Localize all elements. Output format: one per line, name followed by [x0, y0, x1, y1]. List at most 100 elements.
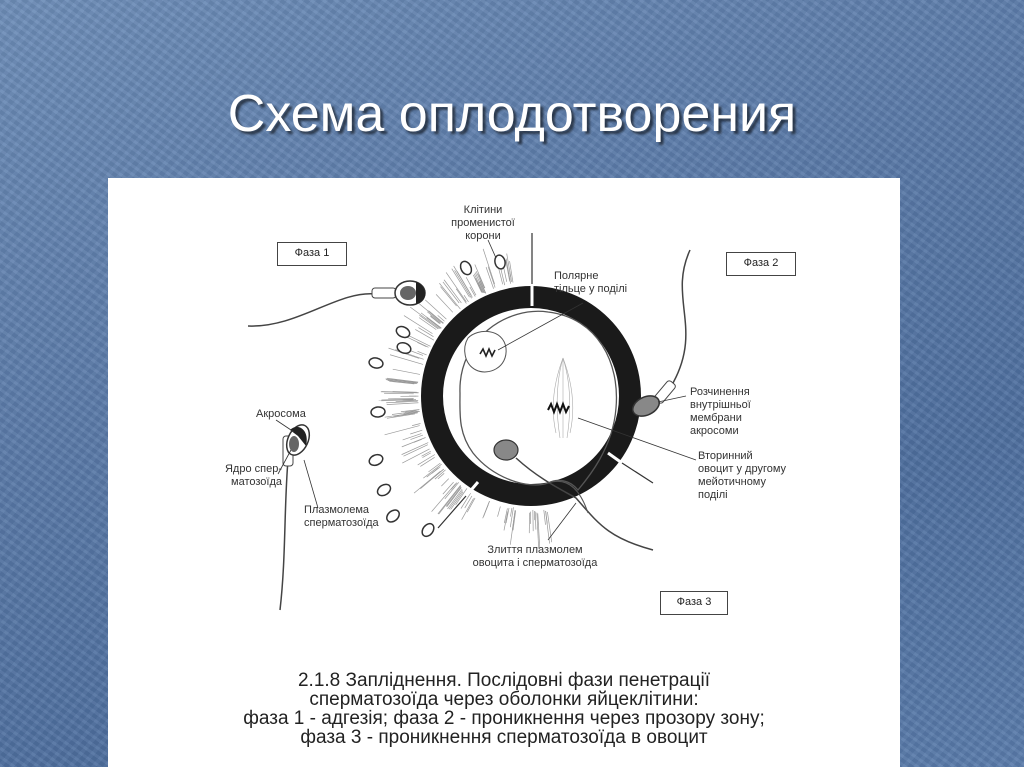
zona-break-left: [464, 481, 480, 497]
corona-strand: [477, 283, 483, 293]
corona-strand: [413, 470, 441, 494]
corona-strand: [487, 266, 496, 288]
corona-strand: [435, 294, 454, 313]
corona-radiata: [378, 248, 553, 549]
corona-strand: [475, 271, 487, 294]
corona-strand: [430, 315, 441, 324]
corona-strand: [450, 491, 464, 510]
corona-strand: [401, 442, 429, 455]
corona-strand: [430, 315, 440, 324]
corona-strand: [460, 492, 472, 509]
corona-strand: [386, 400, 418, 404]
corona-strand: [385, 379, 418, 384]
fertilization-diagram: [247, 233, 697, 611]
polar-body-chromosomes: [479, 346, 496, 359]
radial-line-right: [621, 462, 654, 484]
corona-cell: [395, 325, 411, 339]
corona-strand: [389, 354, 424, 365]
corona-strand: [403, 411, 420, 415]
corona-strand: [509, 260, 514, 283]
corona-strand: [478, 281, 485, 294]
corona-strand: [461, 498, 474, 520]
leader-acrosome: [275, 419, 295, 433]
sperm-phase2-tail: [672, 249, 691, 384]
corona-strand: [547, 511, 553, 543]
corona-strand: [503, 508, 508, 524]
corona-cells: [368, 254, 506, 538]
corona-strand: [497, 506, 501, 517]
corona-strand: [393, 412, 418, 417]
corona-strand: [386, 377, 419, 383]
sperm-phase3-tail: [515, 457, 654, 551]
corona-strand: [455, 488, 468, 505]
sperm-phase3-head: [493, 439, 519, 461]
corona-strand: [446, 487, 462, 507]
corona-strand: [466, 497, 476, 513]
leader-polar-body: [497, 302, 584, 351]
corona-strand: [441, 478, 450, 487]
corona-strand: [536, 512, 540, 549]
corona-cell: [386, 509, 400, 523]
corona-strand: [405, 410, 417, 413]
corona-strand: [445, 486, 462, 507]
corona-strand: [402, 448, 430, 464]
label-secondary-oocyte: Вторинний овоцит у другому мейотичному п…: [698, 450, 787, 501]
corona-strand: [418, 327, 434, 338]
phase-2-label: Фаза 2: [726, 252, 796, 276]
corona-cell: [421, 522, 435, 538]
sperm-phase1-tail: [247, 293, 377, 327]
corona-strand: [442, 281, 460, 304]
corona-strand: [450, 482, 458, 490]
corona-strand: [418, 303, 444, 324]
corona-strand: [431, 466, 441, 474]
corona-strand: [389, 380, 415, 385]
corona-strand: [417, 342, 427, 347]
corona-strand: [395, 400, 419, 402]
sperm-phase2-head: [632, 395, 660, 417]
radial-line-left: [437, 495, 467, 529]
corona-strand: [509, 507, 514, 528]
corona-strand: [505, 260, 511, 282]
diagram-panel: Фаза 1 Фаза 2 Фаза 3 Клітини променистої…: [108, 178, 900, 767]
corona-strand: [386, 402, 419, 406]
corona-strand: [443, 279, 462, 304]
sperm-phase1-acrosome: [416, 282, 426, 304]
corona-strand: [417, 454, 436, 466]
corona-strand: [479, 280, 486, 294]
corona-strand: [418, 317, 437, 330]
corona-strand: [402, 433, 422, 441]
label-inner-membrane-dissolution: Розчинення внутрішньої мембрани акросоми: [690, 386, 751, 437]
sperm-detail-nucleus: [289, 436, 299, 452]
corona-strand: [410, 429, 423, 435]
corona-strand: [403, 444, 428, 457]
corona-strand: [410, 306, 440, 330]
corona-strand: [431, 483, 456, 512]
label-sperm-plasmalemma: Плазмолема сперматозоїда: [304, 504, 379, 529]
corona-strand: [421, 450, 432, 457]
fusion-zone: [547, 480, 589, 514]
zona-pellucida: [421, 286, 641, 506]
corona-strand: [509, 510, 516, 545]
corona-strand: [505, 258, 512, 284]
corona-strand: [378, 398, 414, 401]
corona-strand: [448, 490, 463, 510]
corona-strand: [537, 513, 541, 548]
corona-cell: [370, 406, 386, 418]
sperm-phase1-midpiece: [371, 287, 397, 299]
corona-strand: [485, 267, 494, 289]
corona-strand: [384, 392, 414, 395]
caption-line-3: фаза 1 - адгезія; фаза 2 - проникнення ч…: [243, 708, 765, 729]
corona-strand: [543, 509, 546, 525]
corona-strand: [512, 510, 517, 531]
label-corona-cells: Клітини променистої корони: [451, 204, 515, 242]
corona-strand: [388, 397, 414, 400]
corona-strand: [400, 409, 420, 413]
corona-strand: [451, 268, 470, 298]
corona-strand: [426, 317, 441, 329]
label-plasmalemma-fusion: Злиття плазмолем овоцита і сперматозоїда: [472, 544, 598, 569]
corona-strand: [434, 469, 446, 480]
corona-strand: [385, 378, 418, 383]
corona-strand: [381, 391, 419, 393]
phase-1-label: Фаза 1: [277, 242, 347, 266]
corona-strand: [422, 452, 431, 458]
